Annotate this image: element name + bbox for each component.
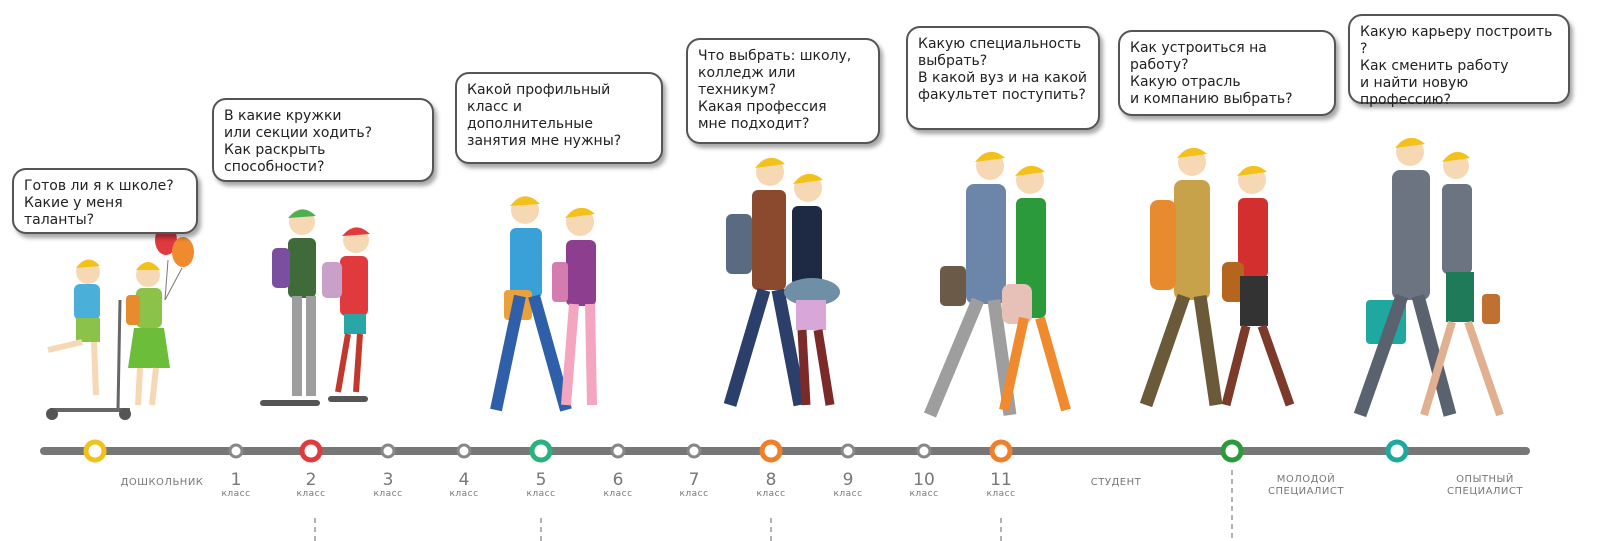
grade5-children-illustration [490,196,597,412]
stage-label-experienced-specialist: ОПЫТНЫЙ СПЕЦИАЛИСТ [1430,474,1540,498]
bubble-text: Какую карьеру построить ? Как сменить ра… [1360,24,1553,108]
grade-6-marker [610,443,626,459]
speech-bubble-grade11: Какую специальность выбрать? В какой вуз… [906,26,1100,130]
grade-number: 10 [913,470,935,490]
grade-number: 1 [230,470,242,490]
grade-class-word: класс [833,489,863,499]
timeline-line [40,447,1530,455]
grade-1-marker [228,443,244,459]
preschool-children-illustration [46,225,194,420]
stage-label-student: СТУДЕНТ [1090,477,1142,488]
students-illustration [1139,147,1295,408]
grade-number: 8 [765,470,777,490]
grade-8-marker [759,439,783,463]
stage-label-line: СПЕЦИАЛИСТ [1268,486,1344,497]
grade-number: 5 [535,470,547,490]
grade-5-marker [529,439,553,463]
grade-7-marker [686,443,702,459]
professionals-illustration [1353,137,1504,418]
grade-number: 11 [990,470,1012,490]
grade-class-word: класс [526,489,556,499]
speech-bubble-young-specialist: Какую карьеру построить ? Как сменить ра… [1348,14,1570,108]
grade-class-word: класс [679,489,709,499]
grade-number: 9 [842,470,854,490]
grade11-teens-illustration [924,151,1071,418]
grade-class-word: класс [449,489,479,499]
grade-number: 4 [458,470,470,490]
grade-class-word: класс [221,489,251,499]
preschool-marker [83,439,107,463]
stage-label-line: СПЕЦИАЛИСТ [1447,486,1523,497]
stage-label-line: МОЛОДОЙ [1276,474,1336,485]
grade-number: 3 [382,470,394,490]
grade2-children-illustration [260,209,370,406]
grade-2-marker [299,439,323,463]
experienced-specialist-marker [1385,439,1409,463]
grade-4-marker [456,443,472,459]
bubble-text: Какой профильный класс и дополнительные … [467,82,622,149]
timeline-dashes [314,470,1233,541]
bubble-text: В какие кружки или секции ходить? Как ра… [224,108,373,175]
speech-bubble-grade5: Какой профильный класс и дополнительные … [455,72,663,164]
bubble-text: Какую специальность выбрать? В какой вуз… [918,36,1087,103]
stage-label-preschool: ДОШКОЛЬНИК [120,477,204,488]
grade-11-marker [989,439,1013,463]
young-specialist-marker [1220,439,1244,463]
grade-9-marker [840,443,856,459]
stage-label-line: ОПЫТНЫЙ [1456,474,1514,485]
grade-number: 7 [688,470,700,490]
bubble-text: Как устроиться на работу? Какую отрасль … [1130,40,1293,107]
bubble-text: Что выбрать: школу, колледж или техникум… [698,48,852,132]
grade-class-word: класс [909,489,939,499]
grade-class-word: класс [603,489,633,499]
grade-class-word: класс [986,489,1016,499]
grade-class-word: класс [296,489,326,499]
grade-class-word: класс [373,489,403,499]
grade-number: 2 [305,470,317,490]
stage-label-young-specialist: МОЛОДОЙ СПЕЦИАЛИСТ [1264,474,1348,498]
grade8-teens-illustration [723,157,840,407]
bubble-text: Готов ли я к школе? Какие у меня таланты… [24,178,174,228]
grade-10-marker [916,443,932,459]
speech-bubble-student: Как устроиться на работу? Какую отрасль … [1118,30,1336,116]
grade-class-word: класс [756,489,786,499]
grade-number: 6 [612,470,624,490]
speech-bubble-grade8: Что выбрать: школу, колледж или техникум… [686,38,880,144]
speech-bubble-preschool: Готов ли я к школе? Какие у меня таланты… [12,168,198,234]
grade-3-marker [380,443,396,459]
speech-bubble-grade2: В какие кружки или секции ходить? Как ра… [212,98,434,182]
